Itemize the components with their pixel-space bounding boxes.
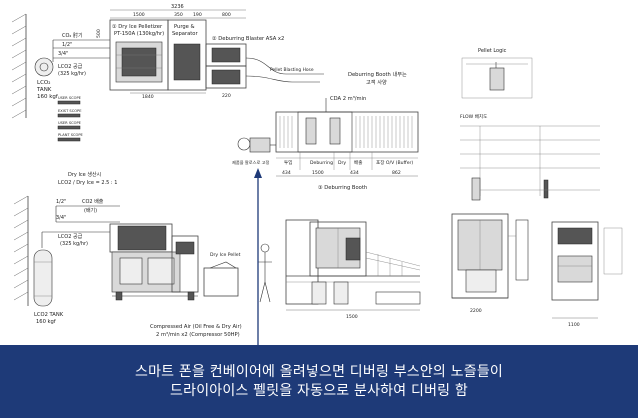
conveyor-section-4: 배출	[354, 159, 362, 166]
dry-ice-pelletizer: ① Dry Ice Pelletizer PT-150A (130kg/hr)	[109, 19, 169, 91]
pipes-bottom: 1/2" CO2 배출 (배기) 3/4" LCO2 공급 (325 kg/hr…	[41, 198, 120, 248]
dim-seg4: 800	[222, 12, 231, 18]
legend-row-1: USER SCOPE	[58, 96, 82, 100]
deburring-booth-plan: 투입 Deburring Dry 배출 포장 O/V (Buffer) 434 …	[275, 111, 419, 191]
legend-row-3: USER SCOPE	[58, 121, 82, 125]
dim-bottom1: 1840	[142, 94, 154, 100]
conveyor-section-5: 포장 O/V (Buffer)	[376, 159, 413, 166]
booth-front-elevation: 1500	[285, 219, 421, 320]
size-half-top: 1/2"	[62, 42, 72, 48]
conveyor-section-1: 투입	[284, 159, 292, 166]
pellet-hose-label: Pellet Blasting Hose	[270, 67, 314, 73]
pelletizer-elevation	[109, 223, 199, 301]
caption-line-2: 드라이아이스 펠릿을 자동으로 분사하여 디버링 함	[170, 382, 468, 399]
side-supply-rate: (325 kg/hr)	[60, 241, 88, 247]
lco2-tank-top: LCO₂ TANK 160 kgf	[34, 57, 59, 100]
caption-bar: 스마트 폰을 컨베이어에 올려넣으면 디버링 부스안의 노즐들이 드라이아이스 …	[0, 345, 638, 418]
booth-side-elevation-1: 2200	[451, 213, 529, 314]
co2-vent-top: CO₂ 肘기	[62, 32, 83, 39]
side-title-1: Dry Ice 생산시	[68, 171, 101, 178]
compressed-air-1: Compressed Air (Oil Free & Dry Air)	[150, 324, 242, 330]
tank-label-top: TANK	[36, 87, 52, 93]
caption-line-1: 스마트 폰을 컨베이어에 올려넣으면 디버링 부스안의 노즐들이	[135, 363, 503, 380]
side-size-half: 1/2"	[56, 199, 66, 205]
pellet-logic-detail: Pellet Logic	[461, 48, 533, 99]
side-tank-weight: 160 kgf	[36, 319, 56, 325]
purge-label: Purge &	[174, 24, 195, 30]
booth-side-elevation-2: 1100	[551, 221, 623, 328]
deburring-blasters: ② Deburring Blaster ASA x2 1840 220	[130, 36, 284, 100]
tank-name-top: LCO₂	[37, 80, 50, 86]
blasting-hose: Pellet Blasting Hose	[245, 57, 324, 83]
dim-seg2: 350	[174, 12, 183, 18]
highlight-arrow	[254, 168, 262, 345]
conveyor-section-2: Deburring	[310, 160, 333, 166]
lco2-tank-bottom: LCO2 TANK 160 kgf	[33, 249, 64, 325]
pellet-logic-label: Pellet Logic	[478, 48, 507, 54]
legend-row-2: EXIST SCOPE	[58, 109, 82, 113]
flow-diagram: FLOW 배치도	[460, 113, 600, 201]
side-tank-name: LCO2 TANK	[34, 312, 64, 318]
flow-title: FLOW 배치도	[460, 113, 487, 120]
lco2-supply-top: LCO2 공급	[58, 64, 83, 70]
cda-supply: CDA 2 m³/min	[325, 96, 366, 112]
cda-label: CDA 2 m³/min	[330, 96, 366, 102]
dry-ice-outlet-label: Dry Ice Pellet	[210, 252, 241, 258]
operator-figure	[258, 243, 272, 303]
scope-legend: USER SCOPE EXIST SCOPE USER SCOPE PLANT …	[57, 96, 84, 142]
wall-bottom	[13, 195, 29, 306]
pelletizer-model: PT-150A (130kg/hr)	[114, 31, 164, 37]
blaster-label: ② Deburring Blaster ASA x2	[212, 36, 284, 42]
side-height-label: 2200	[470, 308, 482, 314]
separator-label: Separator	[172, 31, 198, 37]
compressed-air-note: Compressed Air (Oil Free & Dry Air) 2 m³…	[150, 324, 242, 338]
robot-fixture: 제품을 팔로스로 고정	[232, 137, 276, 166]
booth-title: ③ Deburring Booth	[318, 185, 367, 191]
conveyor-dim-2: 1500	[312, 170, 324, 176]
conveyor-section-3: Dry	[338, 160, 346, 166]
layout-drawing: LCO₂ TANK 160 kgf CO₂ 肘기 1/2" 3/4" LCO2 …	[11, 4, 623, 345]
pelletizer-label: ① Dry Ice Pelletizer	[112, 24, 163, 30]
dim-total: 3236	[171, 4, 184, 10]
size-34-top: 3/4"	[58, 51, 68, 57]
dim-seg3: 190	[193, 12, 202, 18]
side-titles: Dry Ice 생산시 LCO2 / Dry Ice = 2.5 : 1	[58, 171, 117, 186]
conveyor-dim-3: 434	[350, 170, 359, 176]
pipes-top: CO₂ 肘기 1/2" 3/4" LCO2 공급 (325 kg/hr)	[52, 32, 110, 77]
booth-note-1: Deburring Booth 내부는	[348, 70, 407, 78]
side-lco2-supply: LCO2 공급	[58, 234, 83, 240]
dim-bottom2: 220	[222, 93, 231, 99]
dry-ice-outlet: Dry Ice Pellet	[203, 252, 241, 297]
conveyor-dim-4: 862	[392, 170, 401, 176]
side-dim: 1100	[568, 322, 580, 328]
side-co2-vent: CO2 배출	[82, 198, 104, 205]
conveyor-dim-1: 434	[282, 170, 291, 176]
supply-pressure-top: (325 kg/hr)	[58, 71, 86, 77]
legend-row-4: PLANT SCOPE	[58, 133, 84, 137]
front-dim: 1500	[346, 314, 358, 320]
dim-seg1: 1500	[133, 12, 145, 18]
wall-top	[11, 13, 27, 119]
purge-separator: Purge & Separator	[167, 19, 207, 91]
robot-label: 제품을 팔로스로 고정	[232, 159, 269, 166]
compressed-air-2: 2 m³/min x2 (Compressor 50HP)	[156, 332, 240, 338]
side-size-34: 3/4"	[56, 215, 66, 221]
side-title-2: LCO2 / Dry Ice = 2.5 : 1	[58, 180, 117, 186]
dim-height: 500	[96, 29, 102, 38]
top-dimensions: 3236 1500 350 190 800 500	[96, 4, 246, 38]
side-co2-vent-sub: (배기)	[84, 207, 97, 214]
tank-weight-top: 160 kgf	[37, 94, 59, 100]
booth-note-2: 고객 사양	[366, 78, 387, 86]
